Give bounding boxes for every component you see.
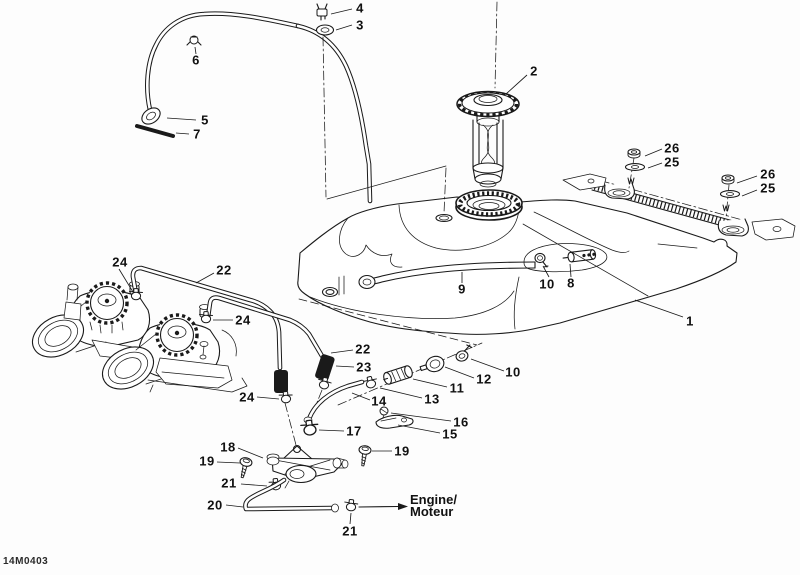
engine-label-line2: Moteur <box>410 503 454 519</box>
carburetor-front <box>101 304 248 393</box>
engine-arrow-line <box>358 505 399 508</box>
callout-4: 4 <box>356 0 364 16</box>
callout-23: 23 <box>356 359 372 375</box>
vent-tube <box>135 3 447 214</box>
callout-24: 24 <box>112 254 128 270</box>
callout-17: 17 <box>346 423 362 439</box>
fuel-hoses <box>129 265 335 404</box>
projection-line-pump <box>284 402 297 446</box>
callout-22: 22 <box>355 341 371 357</box>
callout-21: 21 <box>221 475 237 491</box>
callout-16: 16 <box>453 414 469 430</box>
callout-20: 20 <box>207 497 223 513</box>
callout-9: 9 <box>458 281 466 297</box>
fuel-tank <box>297 196 738 335</box>
callout-24: 24 <box>235 312 251 328</box>
pickup-tube <box>358 261 536 290</box>
callout-8: 8 <box>567 275 575 291</box>
filter-11 <box>383 365 413 385</box>
callout-2: 2 <box>530 63 538 79</box>
callout-19: 19 <box>199 453 215 469</box>
callout-3: 3 <box>356 17 364 33</box>
screw-19-icon <box>235 455 254 480</box>
callout-13: 13 <box>424 391 440 407</box>
screw-19-icon <box>356 444 373 468</box>
bracket-hardware-right <box>719 174 741 219</box>
check-valve-12 <box>419 355 445 373</box>
callout-19: 19 <box>394 443 410 459</box>
callout-6: 6 <box>192 52 200 68</box>
callout-24: 24 <box>239 389 255 405</box>
callout-15: 15 <box>442 426 458 442</box>
clip-6-icon <box>186 35 202 46</box>
callout-5: 5 <box>201 112 209 128</box>
callout-10: 10 <box>539 276 555 292</box>
fuel-gauge <box>456 1 520 188</box>
callout-11: 11 <box>449 380 465 396</box>
mounting-bracket <box>562 148 796 241</box>
bracket-15 <box>375 414 414 429</box>
callout-22: 22 <box>216 262 232 278</box>
callout-25: 25 <box>760 180 776 196</box>
fitting-10-tank <box>534 252 549 268</box>
callout-18: 18 <box>220 439 236 455</box>
fitting-10-chain <box>455 344 473 362</box>
projection-line-outlet <box>298 298 478 346</box>
clamp-17-icon <box>299 418 320 437</box>
clamp-21-icon <box>343 498 359 512</box>
fuel-sensor-8 <box>562 249 597 263</box>
vent-tube-loop <box>141 107 161 125</box>
grommet-3-icon <box>315 24 335 36</box>
callout-leaders <box>118 8 758 525</box>
figure-code: 14M0403 <box>3 556 49 567</box>
clip-4-icon <box>316 3 328 21</box>
callout-14: 14 <box>371 393 387 409</box>
callout-21: 21 <box>342 523 358 539</box>
engine-hose <box>243 477 408 513</box>
hose-end-23-left <box>274 370 288 393</box>
hose-end-23-right <box>315 354 335 381</box>
tube-piece-7 <box>135 124 175 138</box>
callout-7: 7 <box>193 126 201 142</box>
callout-10: 10 <box>505 364 521 380</box>
callout-26: 26 <box>760 166 776 182</box>
engine-label: Engine/ Moteur <box>410 492 457 519</box>
callout-1: 1 <box>686 313 694 329</box>
valve-chain <box>299 344 473 437</box>
clamp-13-icon <box>362 374 379 390</box>
filler-ring <box>455 189 523 221</box>
fuel-pump <box>266 444 349 489</box>
engine-arrow-head <box>398 503 408 510</box>
callout-26: 26 <box>664 140 680 156</box>
callout-25: 25 <box>664 154 680 170</box>
callout-12: 12 <box>476 371 492 387</box>
engine-label-line1: Engine/ <box>410 492 457 507</box>
bracket-hardware-left <box>624 148 646 189</box>
